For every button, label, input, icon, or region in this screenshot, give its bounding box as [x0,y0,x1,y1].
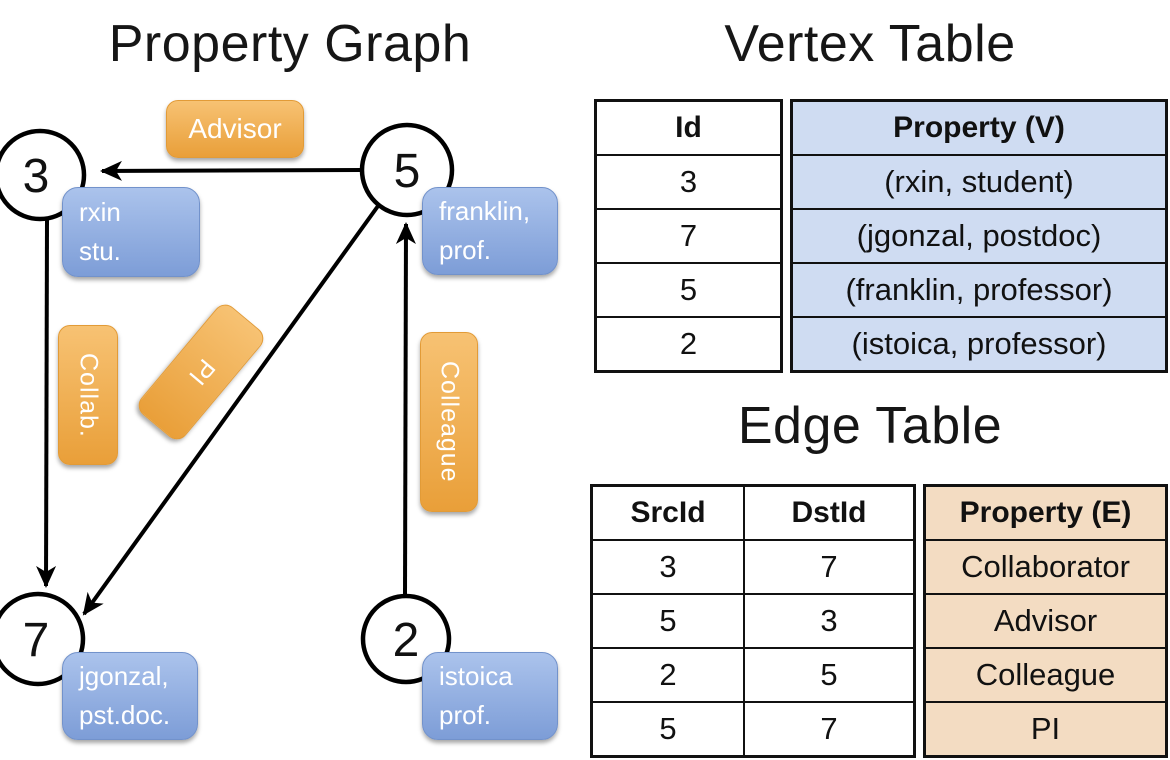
edge-table-title: Edge Table [737,397,1003,455]
edge-advisor-arrow [100,160,363,181]
table-row: Colleague [926,649,1165,703]
table-row: 3 [597,156,780,210]
vertex-table-header-id: Id [597,102,780,156]
table-cell: 7 [820,711,838,746]
node-property-text: rxin stu. [79,197,121,266]
table-row: 2 [679,326,698,361]
edge-label-collaborator: Collab. [58,325,118,465]
table-cell: 3 [820,603,838,638]
edge-label-advisor-text: Advisor [188,113,282,144]
table-row: (rxin, student) [793,156,1165,210]
edge-table-header-srcid: SrcId [593,487,745,539]
vertex-table-header-property: Property (V) [793,102,1165,156]
node-property-box-7: jgonzal, pst.doc. [62,652,198,740]
table-cell: 3 [593,541,745,593]
node-5-id: 5 [394,145,421,198]
node-property-text: franklin, prof. [439,196,531,265]
table-row: (istoica, professor) [851,326,1107,361]
vertex-table-property-column: Property (V) (rxin, student)(jgonzal, po… [790,99,1168,373]
table-row: PI [1030,711,1061,746]
table-cell: 5 [593,595,745,647]
table-row: Advisor [926,595,1165,649]
node-property-text: jgonzal, pst.doc. [79,661,171,730]
node-property-text: istoica prof. [439,661,513,730]
table-row: Collaborator [926,541,1165,595]
table-row: (franklin, professor) [793,264,1165,318]
table-row: 7 [597,210,780,264]
edge-label-advisor: Advisor [166,100,304,158]
edge-pi-arrow [82,204,380,616]
node-property-box-2: istoica prof. [422,652,558,740]
table-cell: 5 [820,657,838,692]
node-property-box-3: rxin stu. [62,187,200,277]
edge-label-colleague-text: Colleague [435,361,464,483]
table-cell: 2 [593,649,745,701]
node-7-id: 7 [23,614,50,667]
edge-colleague-arrow [395,222,416,597]
table-row: (jgonzal, postdoc) [793,210,1165,264]
table-row: 5 [597,264,780,318]
edge-collaborator-arrow [36,219,57,588]
edge-label-pi-text: PI [182,353,221,392]
table-cell: 5 [593,703,745,755]
vertex-table-title: Vertex Table [724,15,1016,73]
node-3-id: 3 [23,150,50,203]
edge-table-header-property: Property (E) [926,487,1165,541]
node-2-id: 2 [393,614,420,667]
node-property-box-5: franklin, prof. [422,187,558,275]
table-cell: 7 [820,549,838,584]
edge-label-collaborator-text: Collab. [74,352,103,438]
edge-table-header-dstid: DstId [791,496,867,529]
edge-label-colleague: Colleague [420,332,478,512]
edge-table-header-row: SrcId DstId [593,487,913,541]
property-graph-title: Property Graph [108,15,472,73]
